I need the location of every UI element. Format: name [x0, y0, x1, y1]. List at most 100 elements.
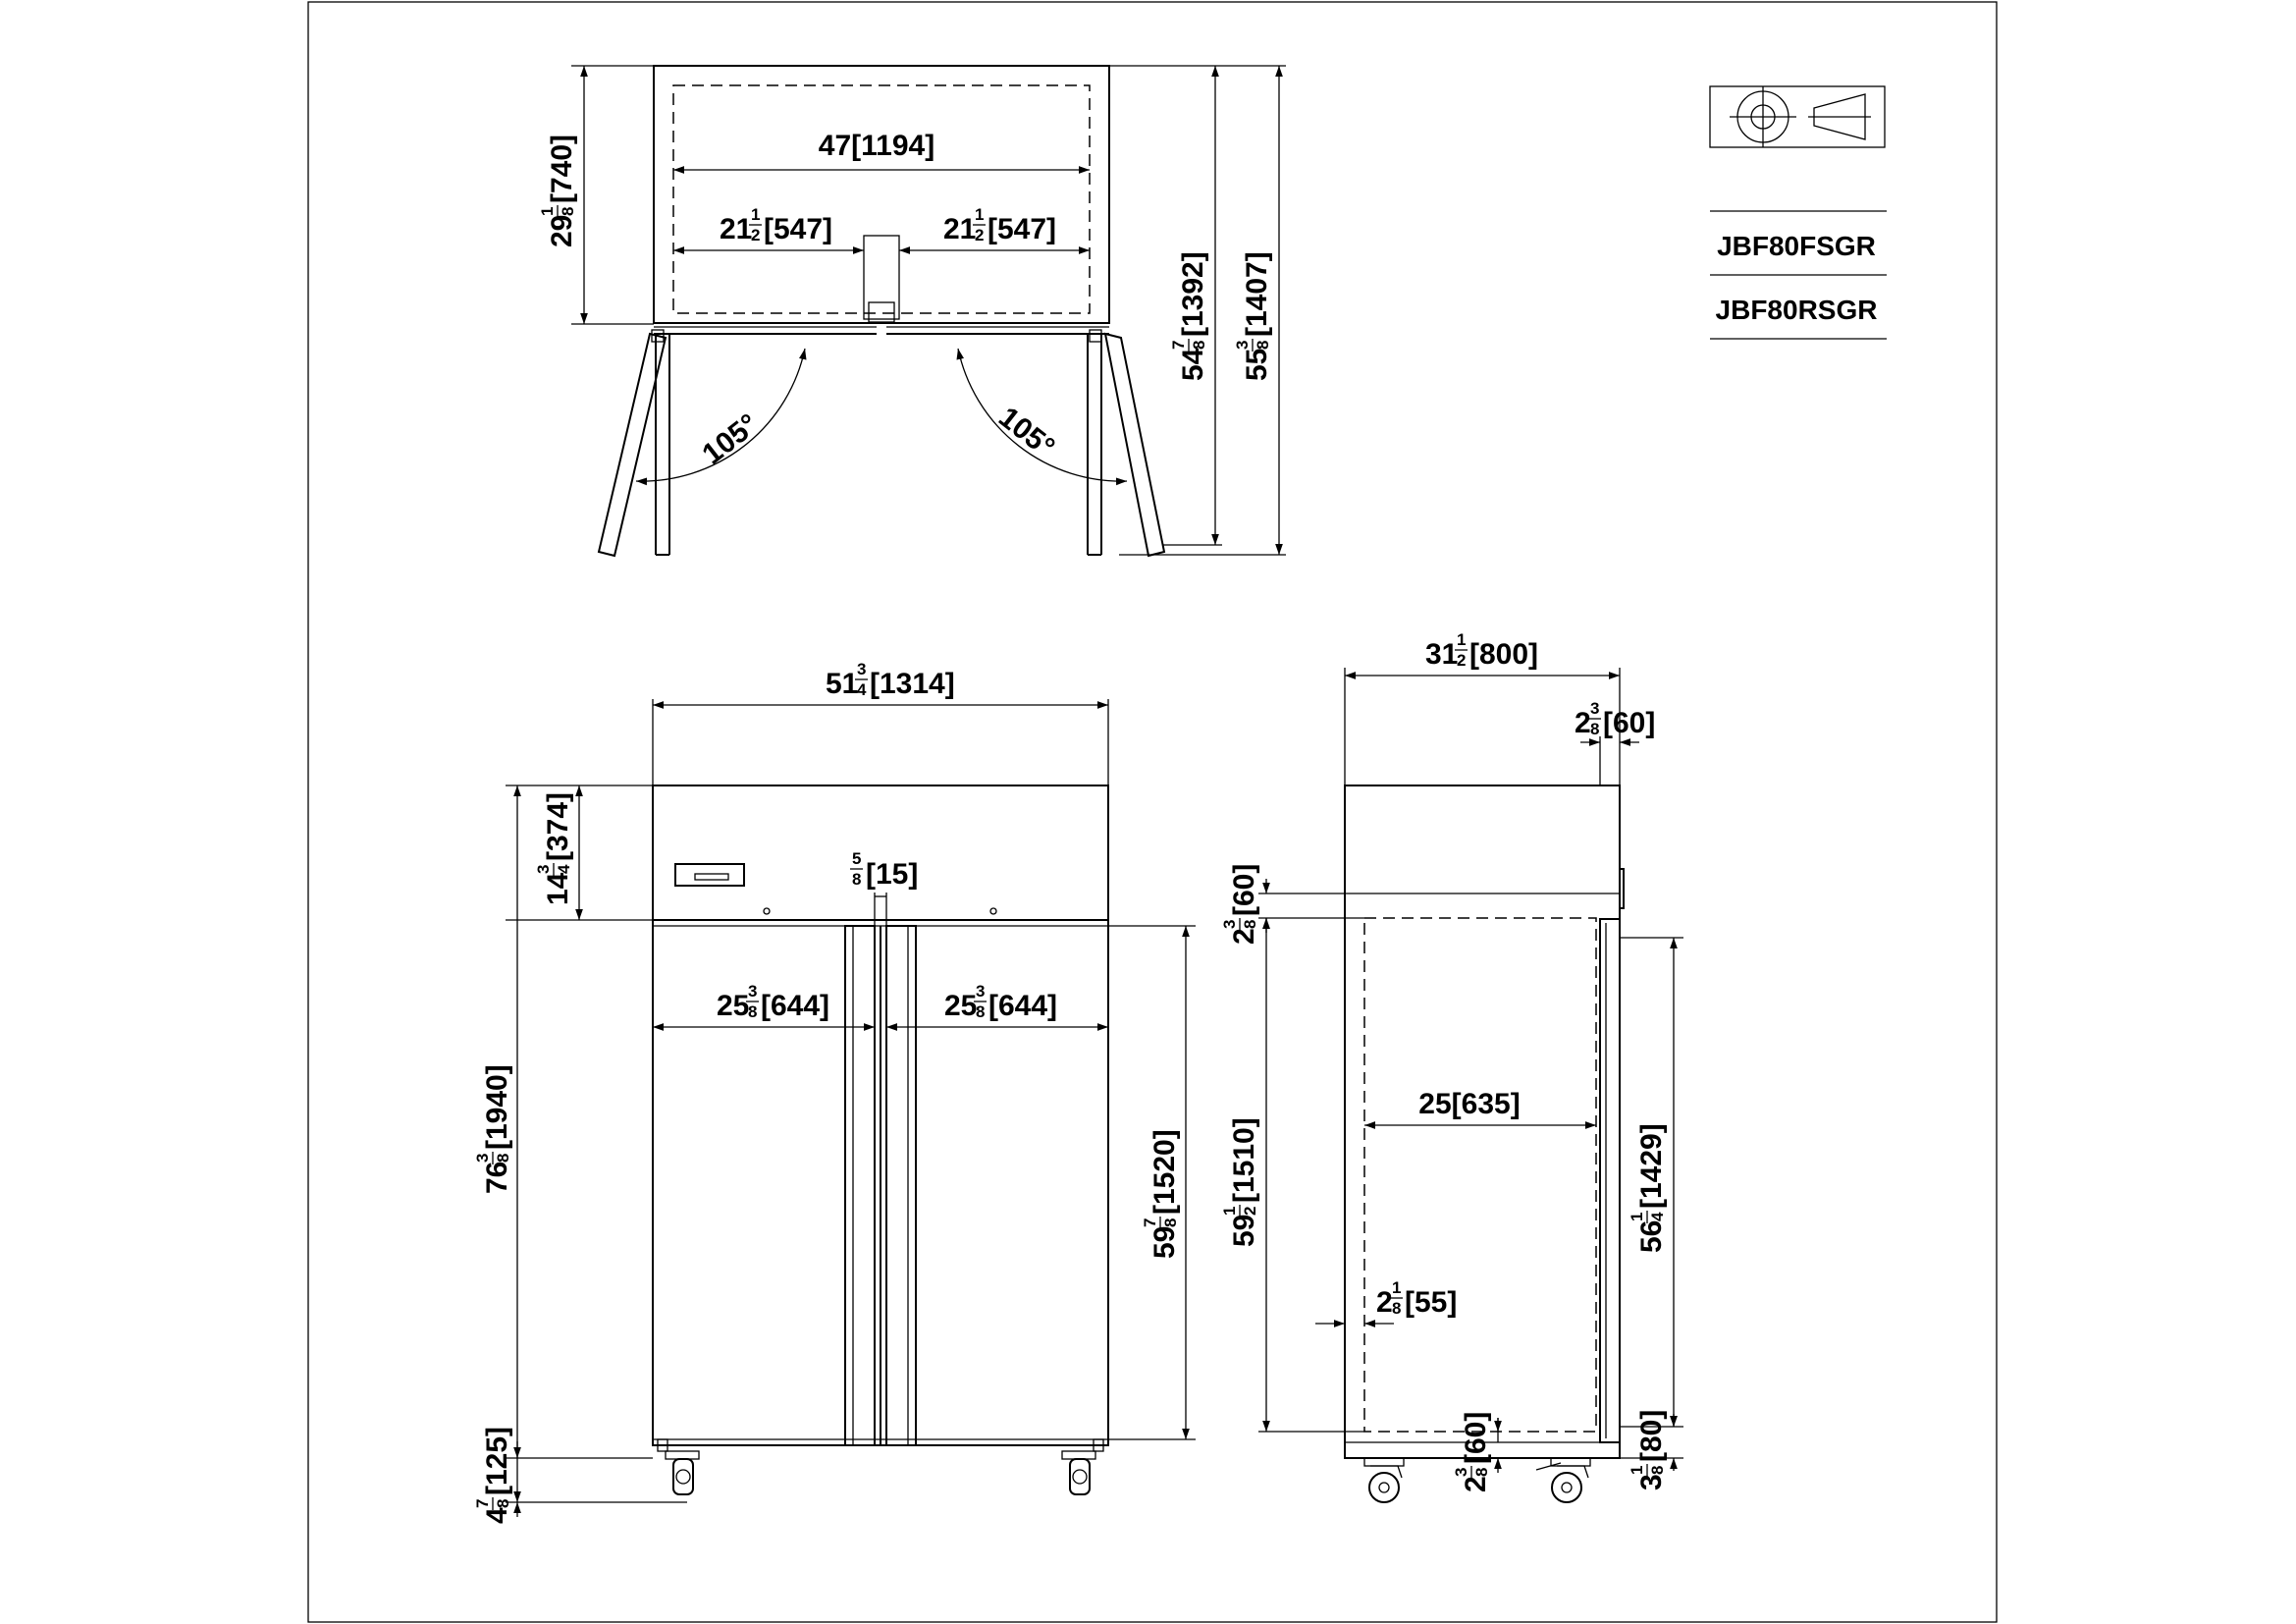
svg-text:[800]: [800]	[1469, 638, 1538, 671]
svg-text:54: 54	[1177, 348, 1209, 381]
svg-text:[374]: [374]	[542, 792, 574, 861]
svg-text:59: 59	[1228, 1215, 1260, 1247]
dim-left-door-width: 25 3 8 [644]	[717, 982, 829, 1022]
caster-left-front	[665, 1450, 700, 1495]
svg-text:1: 1	[1457, 630, 1466, 649]
svg-text:[547]: [547]	[764, 213, 832, 245]
svg-text:5: 5	[852, 849, 861, 868]
dim-gasket-height: 56 1 4 [1429]	[1628, 1123, 1668, 1253]
caster-right-front	[1061, 1450, 1096, 1495]
svg-text:56: 56	[1635, 1220, 1668, 1253]
left-door-handle	[844, 925, 876, 1446]
svg-text:3: 3	[534, 865, 553, 874]
svg-text:4: 4	[1648, 1212, 1667, 1221]
svg-text:3: 3	[1233, 341, 1252, 350]
svg-text:3: 3	[857, 660, 866, 678]
svg-text:4: 4	[555, 864, 573, 874]
center-mullion	[863, 235, 900, 320]
caster-side-rear	[1535, 1457, 1591, 1503]
svg-text:8: 8	[1392, 1299, 1401, 1318]
svg-text:51: 51	[826, 668, 858, 700]
cabinet-outline-side	[1344, 785, 1621, 1459]
right-door-handle	[885, 925, 917, 1446]
dim-wall-thickness: 2 1 8 [55]	[1376, 1278, 1457, 1319]
top-view: 105° 105° 47[1194] 21 1 2 [547] 21 1 2 […	[538, 65, 1286, 558]
svg-text:1: 1	[1628, 1213, 1646, 1221]
svg-text:2: 2	[1376, 1286, 1393, 1319]
svg-text:2: 2	[751, 226, 760, 244]
svg-text:8: 8	[852, 870, 861, 889]
dim-interior-width: 47[1194]	[819, 130, 934, 162]
control-panel-display	[674, 863, 745, 887]
svg-text:8: 8	[1190, 341, 1208, 350]
dim-header-height: 14 3 4 [374]	[534, 792, 574, 905]
svg-text:[547]: [547]	[988, 213, 1056, 245]
svg-text:1: 1	[975, 205, 984, 224]
svg-text:8: 8	[1590, 720, 1599, 738]
svg-text:3: 3	[1590, 699, 1599, 718]
side-door-profile	[1599, 918, 1621, 1443]
svg-text:8: 8	[976, 1002, 985, 1021]
svg-text:[1407]: [1407]	[1241, 251, 1273, 337]
model-number-2: JBF80RSGR	[1716, 295, 1878, 325]
caster-side-front	[1363, 1457, 1405, 1503]
svg-text:55: 55	[1241, 349, 1273, 381]
svg-text:8: 8	[1241, 920, 1259, 929]
svg-text:8: 8	[1254, 341, 1272, 350]
cabinet-outline-top	[653, 65, 1110, 324]
dim-overall-depth: 31 1 2 [800]	[1425, 630, 1538, 671]
sheet-border	[307, 1, 1998, 1623]
left-door-open	[597, 329, 670, 558]
svg-text:4: 4	[857, 680, 867, 699]
dim-interior-height: 59 1 2 [1510]	[1220, 1117, 1260, 1247]
svg-text:[1520]: [1520]	[1148, 1129, 1181, 1215]
svg-text:1: 1	[1628, 1466, 1646, 1475]
dim-door-gap: 5 8 [15]	[850, 849, 918, 891]
svg-text:[15]: [15]	[866, 858, 918, 891]
interior-outline-side	[1363, 917, 1597, 1433]
svg-text:25: 25	[717, 990, 749, 1022]
svg-text:21: 21	[720, 213, 752, 245]
dim-caster-height: 4 7 8 [125]	[473, 1427, 513, 1524]
dim-cabinet-depth: 29 1 8 [740]	[538, 135, 578, 247]
right-door-angle-label: 105°	[992, 401, 1060, 463]
svg-text:8: 8	[1472, 1468, 1491, 1477]
svg-text:[1429]: [1429]	[1635, 1123, 1668, 1209]
dim-bottom-offset: 2 3 8 [60]	[1452, 1412, 1492, 1492]
title-block: JBF80FSGR JBF80RSGR	[1709, 85, 1887, 340]
svg-text:[1940]: [1940]	[481, 1064, 513, 1150]
dim-door-bottom: 3 1 8 [80]	[1628, 1410, 1668, 1490]
dim-depth-door-open-outer: 55 3 8 [1407]	[1233, 251, 1273, 381]
dim-right-door-width: 25 3 8 [644]	[944, 982, 1057, 1022]
svg-text:3: 3	[1452, 1468, 1470, 1477]
svg-text:25: 25	[944, 990, 977, 1022]
dim-depth-door-open-inner: 54 7 8 [1392]	[1169, 251, 1209, 381]
svg-text:4: 4	[481, 1507, 513, 1524]
svg-text:[60]: [60]	[1603, 707, 1655, 739]
svg-text:59: 59	[1148, 1226, 1181, 1259]
svg-text:47[1194]: 47[1194]	[819, 130, 934, 162]
dim-overall-height: 76 3 8 [1940]	[473, 1064, 513, 1194]
svg-text:1: 1	[751, 205, 760, 224]
svg-text:[125]: [125]	[481, 1427, 513, 1495]
svg-text:8: 8	[559, 207, 577, 216]
svg-text:8: 8	[494, 1499, 512, 1508]
dim-right-interior-half: 21 1 2 [547]	[943, 205, 1056, 245]
svg-text:[60]: [60]	[1460, 1412, 1492, 1464]
svg-text:31: 31	[1425, 638, 1458, 671]
svg-text:2: 2	[1575, 707, 1591, 739]
svg-text:[80]: [80]	[1635, 1410, 1668, 1462]
dim-interior-depth: 25[635]	[1418, 1088, 1520, 1120]
svg-text:[1510]: [1510]	[1228, 1117, 1260, 1203]
svg-text:76: 76	[481, 1162, 513, 1194]
front-view: 51 3 4 [1314] 5 8 [15] 25 3 8 [644] 25 3	[473, 660, 1196, 1524]
dim-overall-width: 51 3 4 [1314]	[826, 660, 955, 700]
svg-text:2: 2	[975, 226, 984, 244]
svg-text:2: 2	[1457, 651, 1466, 670]
svg-text:29: 29	[546, 215, 578, 247]
svg-text:[644]: [644]	[988, 990, 1057, 1022]
svg-text:[1392]: [1392]	[1177, 251, 1209, 337]
right-door-open	[1087, 329, 1166, 558]
svg-text:8: 8	[1161, 1218, 1180, 1227]
